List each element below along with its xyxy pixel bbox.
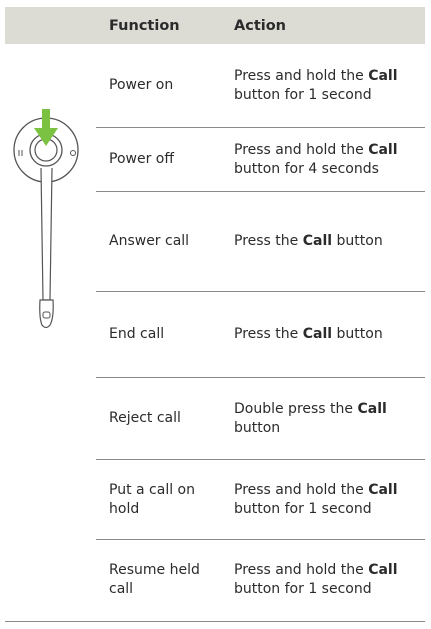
function-cell: Put a call on hold [109,481,195,517]
function-cell: Resume held call [109,562,200,597]
action-text-part: button for 1 second [234,500,372,517]
action-text-part: button for 1 second [234,86,372,103]
function-cell: Reject call [109,410,181,426]
action-text-part: Press and hold the [234,141,369,158]
action-cell: Press and hold the Call button for 1 sec… [234,44,419,127]
function-cell: End call [109,326,165,342]
function-cell: Answer call [109,233,190,249]
action-text: Double press the Call button [234,400,419,438]
table-row: Answer call Press the Call button [96,192,425,292]
action-cell: Press and hold the Call button for 4 sec… [234,128,419,191]
action-text-part: button [332,326,383,342]
action-text: Press and hold the Call button for 1 sec… [234,561,419,599]
action-cell: Press and hold the Call button for 1 sec… [234,540,419,620]
action-text: Press and hold the Call button for 1 sec… [234,67,419,105]
table-bottom-rule [5,621,425,622]
table-row: Reject call Double press the Call button [96,378,425,460]
table-row: Resume held call Press and hold the Call … [96,540,425,620]
call-button-label: Call [302,326,333,342]
table-row: End call Press the Call button [96,292,425,378]
table-row: Put a call on hold Press and hold the Cal… [96,460,425,540]
call-button-label: Call [368,562,398,578]
table-row: Power on Press and hold the Call button f… [96,44,425,128]
call-button-label: Call [368,481,398,498]
function-cell: Power off [109,151,174,167]
table-row: Power off Press and hold the Call button … [96,128,425,192]
action-cell: Double press the Call button [234,378,419,459]
header-action: Action [234,18,287,34]
action-text: Press the Call button [234,325,383,344]
action-cell: Press the Call button [234,192,419,291]
headset-call-button-icon [13,109,79,329]
action-text-part: button [332,233,383,249]
action-text: Press and hold the Call button for 1 sec… [234,481,419,519]
action-text-part: Press the [234,326,303,342]
action-text: Press and hold the Call button for 4 sec… [234,141,419,179]
call-button-label: Call [368,67,398,84]
action-cell: Press the Call button [234,292,419,377]
action-text: Press the Call button [234,232,383,251]
action-text-part: Double press the [234,400,358,417]
action-cell: Press and hold the Call button for 1 sec… [234,460,419,539]
action-text-part: Press and hold the [234,562,369,578]
action-text-part: Press and hold the [234,481,369,498]
header-function: Function [109,18,180,34]
call-button-label: Call [357,400,387,417]
call-button-label: Call [368,141,398,158]
action-text-part: Press the [234,233,303,249]
function-cell: Power on [109,77,174,93]
action-text-part: button for 1 second [234,581,372,597]
action-text-part: button for 4 seconds [234,160,379,177]
call-button-label: Call [302,233,333,249]
action-text-part: button [234,419,281,436]
action-text-part: Press and hold the [234,67,369,84]
table-header: Function Action [5,7,425,44]
